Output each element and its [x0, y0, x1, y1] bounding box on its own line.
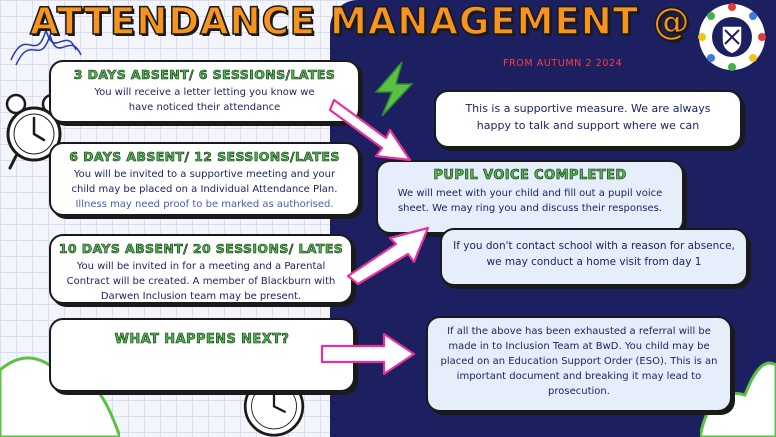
card-6-days: 6 DAYS ABSENT/ 12 SESSIONS/LATES You wil…: [49, 142, 360, 216]
card-referral: If all the above has been exhausted a re…: [426, 316, 732, 412]
home-visit-text: If you don't contact school with a reaso…: [453, 240, 735, 268]
card-10-days: 10 DAYS ABSENT/ 20 SESSIONS/ LATES You w…: [49, 234, 353, 304]
card-home-visit: If you don't contact school with a reaso…: [440, 228, 748, 286]
supportive-measure-text: This is a supportive measure. We are alw…: [465, 102, 711, 132]
lightning-icon: [374, 62, 414, 116]
pupil-voice-text: We will meet with your child and fill ou…: [397, 188, 663, 214]
card-6-days-note: Illness may need proof to be marked as a…: [75, 199, 334, 210]
pupil-voice-heading: PUPIL VOICE COMPLETED: [433, 168, 627, 184]
card-3-days: 3 DAYS ABSENT/ 6 SESSIONS/LATES You will…: [49, 60, 360, 123]
arrow-to-pupil-voice: [328, 98, 412, 162]
card-10-days-heading: 10 DAYS ABSENT/ 20 SESSIONS/ LATES: [58, 241, 344, 257]
card-what-next-heading: WHAT HAPPENS NEXT?: [114, 332, 290, 348]
arrow-to-referral: [320, 332, 416, 376]
card-what-next: WHAT HAPPENS NEXT?: [49, 318, 355, 392]
card-3-days-text: You will receive a letter letting you kn…: [94, 87, 315, 113]
arrow-to-home-visit: [346, 226, 430, 286]
page-subtitle: FROM AUTUMN 2 2024: [503, 58, 623, 69]
card-6-days-body: You will be invited to a supportive meet…: [71, 169, 338, 195]
referral-text: If all the above has been exhausted a re…: [440, 326, 718, 397]
card-10-days-text: You will be invited in for a meeting and…: [66, 261, 336, 302]
scribble-decoration: [10, 27, 82, 66]
card-6-days-heading: 6 DAYS ABSENT/ 12 SESSIONS/LATES: [69, 149, 340, 165]
page-title: ATTENDANCE MANAGEMENT @: [29, 0, 691, 44]
card-3-days-heading: 3 DAYS ABSENT/ 6 SESSIONS/LATES: [73, 67, 336, 83]
school-crest-icon: [698, 3, 766, 71]
card-supportive-measure: This is a supportive measure. We are alw…: [434, 90, 742, 148]
card-6-days-text: You will be invited to a supportive meet…: [51, 167, 358, 212]
